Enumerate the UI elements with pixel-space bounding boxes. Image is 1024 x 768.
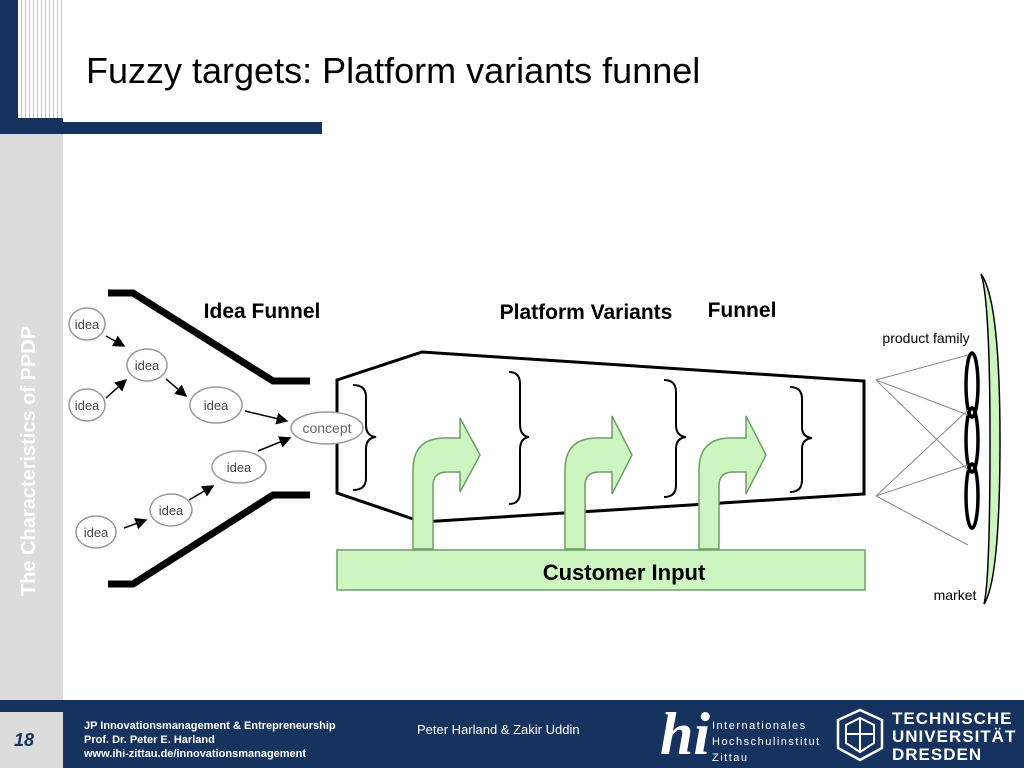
concept-label: concept [302, 420, 351, 436]
customer-input-label: Customer Input [543, 560, 706, 585]
customer-arrow-3 [698, 415, 767, 550]
ihi-logo: hi [660, 701, 711, 767]
customer-arrow-1 [412, 417, 481, 550]
brace-3 [663, 379, 687, 498]
idea-funnel-top-wall [108, 289, 310, 385]
brace-4 [789, 386, 813, 493]
customer-arrow-2 [564, 415, 633, 550]
product-family-label: product family [882, 330, 969, 346]
product-family-ellipse [964, 406, 980, 474]
customer-input-bar [336, 549, 866, 591]
slide-title: Fuzzy targets: Platform variants funnel [86, 50, 701, 91]
sidebar [0, 134, 63, 700]
ihi-name-line-1: Internationales [712, 720, 807, 732]
ihi-name-line-2: Hochschulinstitut [712, 736, 821, 748]
header-corner-block [0, 0, 63, 122]
idea-bubble: idea [149, 493, 193, 527]
idea-bubble: idea [189, 386, 243, 424]
brace-1 [352, 384, 377, 491]
funnel-label: Funnel [708, 299, 777, 322]
page-number: 18 [14, 730, 35, 750]
title-rule [0, 122, 322, 134]
platform-funnel-body [335, 350, 866, 524]
market-label: market [934, 587, 977, 603]
idea-arrow [105, 335, 126, 347]
ihi-name-line-3: Zittau [712, 752, 749, 764]
page-number-box [0, 712, 63, 768]
funnel-diagram: Customer Input Idea Funnel Platform Vari… [68, 273, 1001, 605]
tu-name-line-3: DRESDEN [892, 745, 983, 764]
platform-variants-label: Platform Variants [500, 301, 673, 324]
idea-bubble: idea [211, 450, 267, 484]
idea-funnel-bottom-wall [108, 491, 310, 588]
footer-website: www.ihi-zittau.de/innovationsmanagement [84, 748, 307, 760]
idea-label: idea [227, 460, 252, 475]
idea-arrow [123, 517, 148, 530]
idea-label: idea [135, 358, 160, 373]
header-stripes [18, 0, 63, 118]
idea-label: idea [75, 317, 100, 332]
idea-label: idea [75, 398, 100, 413]
idea-bubble: idea [126, 348, 168, 382]
tu-name-line-2: UNIVERSITÄT [892, 727, 1017, 746]
idea-arrow [188, 485, 215, 501]
idea-label: idea [159, 503, 184, 518]
idea-bubble: idea [75, 515, 117, 549]
idea-bubble: idea [68, 307, 106, 341]
product-family-ellipse [964, 351, 980, 419]
idea-arrow [257, 436, 292, 452]
footer-authors: Peter Harland & Zakir Uddin [417, 722, 580, 737]
brace-2 [508, 371, 530, 505]
product-family-ellipse [964, 462, 980, 530]
idea-label: idea [84, 525, 109, 540]
idea-arrow [165, 378, 188, 397]
idea-funnel-label: Idea Funnel [204, 300, 321, 323]
idea-arrow [105, 378, 128, 399]
market-curve [980, 273, 1001, 605]
footer-course: JP Innovationsmanagement & Entrepreneurs… [84, 720, 336, 732]
product-fan-lines [875, 354, 969, 546]
footer-professor: Prof. Dr. Peter E. Harland [84, 734, 215, 746]
tu-dresden-emblem [836, 708, 884, 762]
idea-arrow [244, 410, 289, 425]
tu-name-line-1: TECHNISCHE [892, 709, 1013, 728]
idea-bubble: idea [68, 388, 106, 422]
concept-bubble: concept [290, 411, 364, 445]
idea-label: idea [204, 398, 229, 413]
